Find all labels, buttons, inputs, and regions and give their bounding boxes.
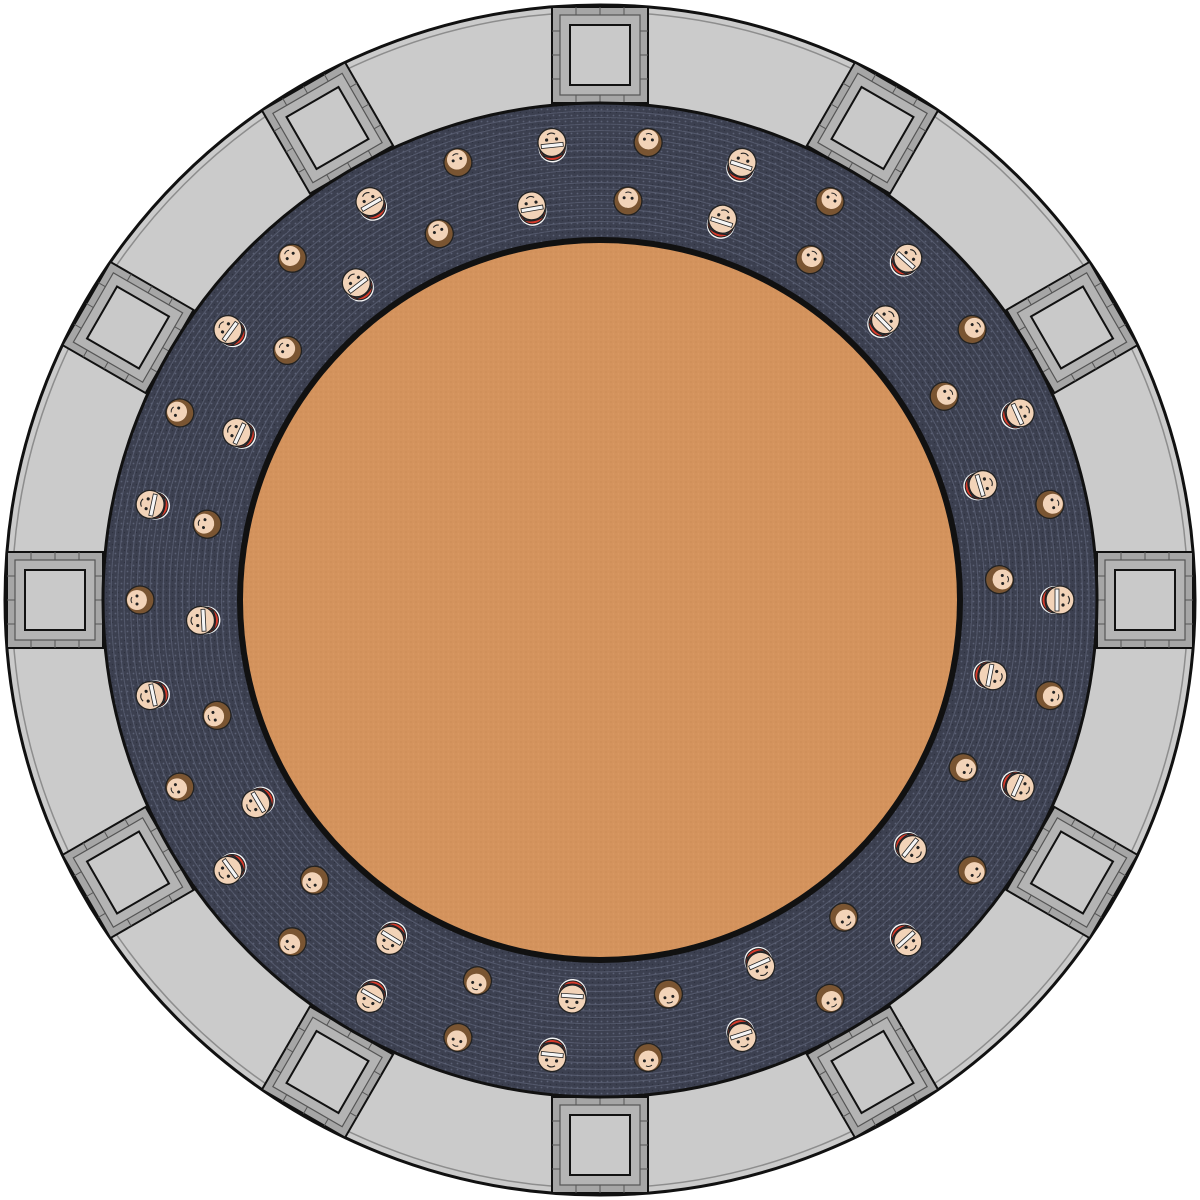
spectator-brown-hair-icon — [192, 509, 222, 539]
spectator-cap-icon — [537, 127, 567, 163]
spectator-cap-icon — [516, 191, 547, 226]
spectator-brown-hair-icon — [815, 186, 845, 217]
spectator-brown-hair-icon — [795, 244, 825, 275]
spectator-brown-hair-icon — [424, 219, 454, 249]
spectator-cap-icon — [355, 979, 387, 1014]
stone-pillar-icon — [805, 61, 940, 195]
spectator-cap-icon — [222, 417, 257, 449]
spectator-cap-icon — [1040, 585, 1075, 615]
stone-pillar-icon — [805, 1005, 940, 1139]
spectator-brown-hair-icon — [277, 243, 307, 273]
spectator-brown-hair-icon — [1035, 680, 1065, 711]
stone-pillar-icon — [61, 260, 195, 395]
spectator-cap-icon — [972, 660, 1008, 691]
stone-pillar-icon — [1005, 805, 1139, 940]
spectator-cap-icon — [726, 1017, 757, 1053]
spectator-brown-hair-icon — [299, 865, 330, 895]
spectator-brown-hair-icon — [653, 979, 684, 1009]
spectator-cap-icon — [341, 268, 374, 302]
stone-pillar-icon — [260, 61, 395, 195]
spectator-brown-hair-icon — [272, 335, 303, 366]
spectator-cap-icon — [1000, 770, 1035, 802]
spectator-cap-icon — [375, 921, 408, 956]
spectator-cap-icon — [963, 469, 998, 501]
spectator-brown-hair-icon — [202, 700, 232, 731]
spectator-brown-hair-icon — [984, 564, 1015, 595]
spectator-cap-icon — [355, 186, 387, 221]
spectator-cap-icon — [135, 680, 170, 711]
spectator-brown-hair-icon — [929, 381, 959, 411]
pillar-group — [6, 6, 1194, 1194]
spectator-cap-icon — [889, 243, 923, 277]
spectator-brown-hair-icon — [443, 147, 473, 178]
stone-pillar-icon — [551, 6, 649, 104]
spectator-brown-hair-icon — [165, 398, 195, 428]
spectator-brown-hair-icon — [125, 585, 155, 615]
arena-field — [243, 243, 957, 957]
stone-pillar-icon — [1005, 260, 1139, 395]
spectator-group — [125, 127, 1075, 1073]
spectator-cap-icon — [867, 305, 901, 338]
spectator-cap-icon — [726, 147, 757, 183]
spectator-cap-icon — [889, 923, 923, 957]
stone-pillar-icon — [61, 805, 195, 940]
spectator-cap-icon — [241, 786, 275, 819]
stone-pillar-icon — [551, 1096, 649, 1194]
spectator-cap-icon — [213, 314, 247, 348]
spectator-brown-hair-icon — [957, 314, 987, 345]
spectator-brown-hair-icon — [277, 927, 307, 957]
spectator-brown-hair-icon — [948, 752, 978, 783]
spectator-brown-hair-icon — [443, 1022, 473, 1053]
stone-pillar-icon — [6, 551, 104, 649]
spectator-brown-hair-icon — [633, 1042, 663, 1073]
stone-pillar-icon — [1096, 551, 1194, 649]
spectator-cap-icon — [185, 605, 221, 636]
spectator-cap-icon — [213, 852, 247, 886]
spectator-brown-hair-icon — [462, 966, 493, 996]
spectator-brown-hair-icon — [165, 772, 195, 802]
spectator-cap-icon — [744, 946, 776, 981]
stone-pillar-icon — [260, 1005, 395, 1139]
spectator-cap-icon — [1000, 398, 1035, 430]
spectator-brown-hair-icon — [957, 855, 987, 886]
spectator-cap-icon — [893, 831, 928, 865]
spectator-cap-icon — [557, 979, 587, 1014]
spectator-cap-icon — [135, 489, 170, 520]
spectator-brown-hair-icon — [1035, 489, 1065, 520]
spectator-brown-hair-icon — [829, 902, 859, 932]
spectator-brown-hair-icon — [633, 127, 663, 158]
spectator-cap-icon — [537, 1037, 567, 1073]
spectator-brown-hair-icon — [815, 983, 845, 1014]
spectator-cap-icon — [706, 204, 738, 239]
spectator-brown-hair-icon — [613, 186, 643, 216]
